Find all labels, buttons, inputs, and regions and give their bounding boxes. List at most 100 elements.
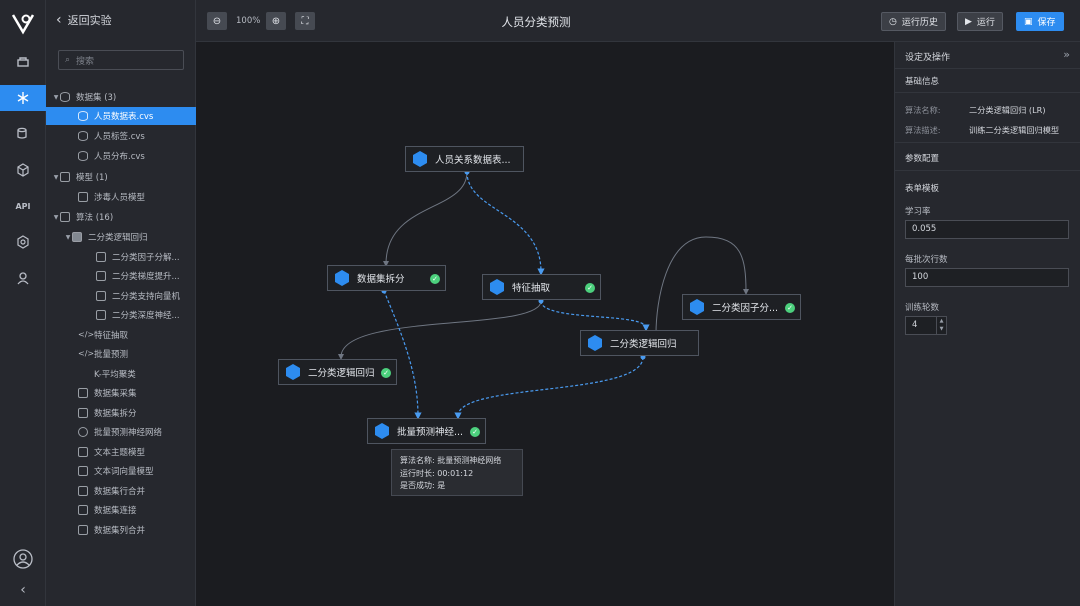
node-label: 人员关系数据表... xyxy=(435,155,511,166)
algorithm-icon xyxy=(78,447,88,457)
check-icon: ✓ xyxy=(381,368,391,378)
save-button[interactable]: ▣保存 xyxy=(1016,12,1064,31)
toolbox-icon[interactable] xyxy=(0,49,46,75)
node-batch-predict-nn[interactable]: 批量预测神经... ✓ xyxy=(367,418,486,444)
fullscreen-icon: ⛶ xyxy=(301,15,309,27)
algo-name-value: 二分类逻辑回归 (LR) xyxy=(969,105,1046,115)
node-feature-extraction[interactable]: 特征抽取✓ xyxy=(482,274,601,300)
node-dataset-split[interactable]: 数据集拆分✓ xyxy=(327,265,446,291)
tooltip-line: 是否成功: 是 xyxy=(400,481,446,490)
divider xyxy=(895,92,1080,93)
epochs-label: 训练轮数 xyxy=(905,303,940,313)
algorithm-icon xyxy=(96,310,106,320)
snowflake-icon[interactable] xyxy=(0,85,46,111)
node-binary-logistic-regression-2[interactable]: 二分类逻辑回归✓ xyxy=(278,359,397,385)
algorithm-icon xyxy=(588,335,602,351)
collapse-icon[interactable]: ‹ xyxy=(20,582,26,598)
code-icon: </> xyxy=(78,349,95,358)
folder-icon xyxy=(72,232,82,242)
section-params: 参数配置 xyxy=(905,154,940,164)
tree-label: 二分类逻辑回归 xyxy=(88,233,148,243)
chevron-left-icon: ‹ xyxy=(56,12,62,28)
settings-panel: 设定及操作 » 基础信息 算法名称: 二分类逻辑回归 (LR) 算法描述: 训练… xyxy=(894,42,1080,606)
user-icon[interactable] xyxy=(0,265,46,291)
zoom-in-button[interactable]: ⊕ xyxy=(266,12,286,30)
back-label: 返回实验 xyxy=(67,14,112,27)
tree-label: 特征抽取 xyxy=(94,331,129,341)
database-icon xyxy=(60,92,70,102)
check-icon: ✓ xyxy=(470,427,480,437)
node-binary-factorization[interactable]: 二分类因子分...✓ xyxy=(682,294,801,320)
tree-item[interactable]: 二分类深度神经... xyxy=(46,306,196,324)
algorithm-icon xyxy=(96,271,106,281)
tree-item[interactable]: 涉毒人员模型 xyxy=(46,188,196,206)
chip-icon[interactable] xyxy=(0,229,46,255)
logo[interactable] xyxy=(10,10,36,36)
database-icon[interactable] xyxy=(0,121,46,147)
tree-label: 算法 (16) xyxy=(76,213,114,223)
batch-size-input[interactable]: 100 xyxy=(905,268,1069,287)
tree-item[interactable]: 人员数据表.cvs xyxy=(46,107,196,125)
run-label: 运行 xyxy=(976,18,995,28)
node-binary-logistic-regression[interactable]: 二分类逻辑回归 xyxy=(580,330,699,356)
run-button[interactable]: ▶运行 xyxy=(957,12,1003,31)
back-link[interactable]: ‹ 返回实验 xyxy=(56,12,112,28)
tooltip-line: 算法名称: 批量预测神经网络 xyxy=(400,456,502,465)
tree-folder[interactable]: ▼二分类逻辑回归 xyxy=(46,228,196,246)
tree-item[interactable]: 文本主题模型 xyxy=(46,443,196,461)
workflow-canvas[interactable]: 人员关系数据表... 数据集拆分✓ 特征抽取✓ 二分类因子分...✓ 二分类逻辑… xyxy=(196,42,894,606)
tree-item[interactable]: 文本词向量模型 xyxy=(46,462,196,480)
tree-item[interactable]: 人员分布.cvs xyxy=(46,147,196,165)
account-icon[interactable] xyxy=(0,546,46,572)
database-icon xyxy=(78,111,88,121)
search-input[interactable]: ⌕搜索 xyxy=(58,50,184,70)
node-label: 二分类逻辑回归 xyxy=(610,339,677,350)
network-icon xyxy=(375,423,389,439)
collapse-panel-icon[interactable]: » xyxy=(1063,48,1070,61)
fullscreen-button[interactable]: ⛶ xyxy=(295,12,315,30)
tree-item[interactable]: 二分类梯度提升... xyxy=(46,267,196,285)
batch-label: 每批次行数 xyxy=(905,255,948,265)
tree-group-datasets[interactable]: ▼数据集 (3) xyxy=(46,88,196,106)
edge xyxy=(383,171,468,267)
node-label: 批量预测神经... xyxy=(397,427,464,438)
tree-label: 二分类深度神经... xyxy=(112,311,180,321)
epochs-stepper[interactable]: 4▲▼ xyxy=(905,316,947,335)
tree-item[interactable]: 数据集连接 xyxy=(46,501,196,519)
caret-down-icon: ▼ xyxy=(53,213,59,221)
learning-rate-input[interactable]: 0.055 xyxy=(905,220,1069,239)
tree-item[interactable]: 二分类支持向量机 xyxy=(46,287,196,305)
stepper-arrows-icon[interactable]: ▲▼ xyxy=(936,317,946,334)
api-nav-item[interactable]: API xyxy=(15,201,31,211)
tree-item[interactable]: 数据集拆分 xyxy=(46,404,196,422)
tree-item[interactable]: 数据集列合并 xyxy=(46,521,196,539)
check-icon: ✓ xyxy=(785,303,795,313)
tree-label: 数据集采集 xyxy=(94,389,137,399)
tree-item[interactable]: </>批量预测 xyxy=(46,345,196,363)
algo-name-key: 算法名称: xyxy=(905,105,941,115)
zoom-out-icon: ⊖ xyxy=(212,15,222,27)
tree-group-models[interactable]: ▼模型 (1) xyxy=(46,168,196,186)
tree-label: 模型 (1) xyxy=(76,173,108,183)
tree-item[interactable]: 二分类因子分解... xyxy=(46,248,196,266)
left-rail: API ‹ xyxy=(0,0,46,606)
cube-icon[interactable] xyxy=(0,157,46,183)
edge xyxy=(454,356,644,420)
tree-label: 批量预测 xyxy=(94,350,129,360)
tree-item[interactable]: 数据集行合并 xyxy=(46,482,196,500)
tree-group-algorithms[interactable]: ▼ 算法 (16) xyxy=(46,208,196,226)
node-label: 数据集拆分 xyxy=(357,274,405,285)
node-person-relation-table[interactable]: 人员关系数据表... xyxy=(405,146,524,172)
tree-item[interactable]: 人员标签.cvs xyxy=(46,127,196,145)
algorithm-icon xyxy=(96,291,106,301)
tree-item[interactable]: K-平均聚类 xyxy=(46,365,196,383)
tree-label: 涉毒人员模型 xyxy=(94,193,146,203)
tree-label: 批量预测神经网络 xyxy=(94,428,163,438)
tree-label: 数据集列合并 xyxy=(94,526,146,536)
tree-item[interactable]: 批量预测神经网络 xyxy=(46,423,196,441)
zoom-out-button[interactable]: ⊖ xyxy=(207,12,227,30)
run-history-button[interactable]: ◷运行历史 xyxy=(881,12,946,31)
tree-item[interactable]: 数据集采集 xyxy=(46,384,196,402)
tree-item[interactable]: </>特征抽取 xyxy=(46,326,196,344)
algorithm-icon xyxy=(690,299,704,315)
